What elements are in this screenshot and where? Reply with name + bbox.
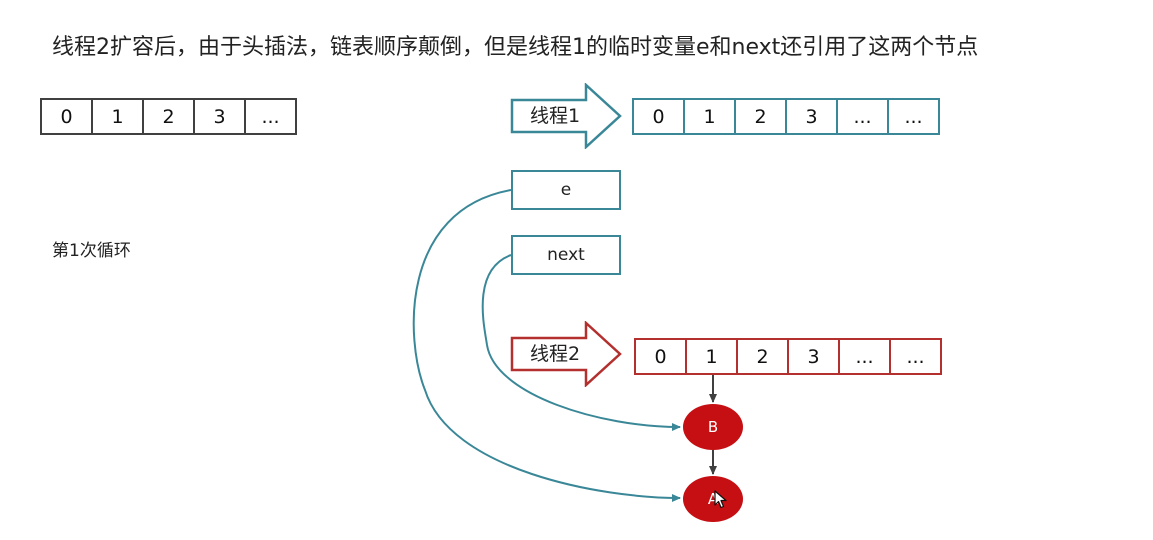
original-array: 0 1 2 3 ... (40, 98, 297, 135)
array-cell: 1 (683, 98, 736, 135)
array-cell: 3 (787, 338, 840, 375)
node-A: A (683, 476, 743, 522)
thread2-label: 线程2 (530, 343, 581, 365)
mouse-cursor-icon (714, 490, 728, 514)
thread1-label: 线程1 (530, 105, 581, 127)
node-B: B (683, 404, 743, 450)
next-to-B-link (481, 254, 681, 431)
e-to-A-link (412, 189, 681, 502)
array-cell: ... (887, 98, 940, 135)
thread2-arrow-icon (510, 321, 622, 387)
array-cell: ... (838, 338, 891, 375)
array-cell: 0 (632, 98, 685, 135)
array-cell: ... (244, 98, 297, 135)
loop-label: 第1次循环 (52, 241, 131, 261)
thread1-array: 0 1 2 3 ... ... (632, 98, 940, 135)
variable-e-box: e (511, 170, 621, 210)
thread1-arrow-icon (510, 83, 622, 149)
array-cell: ... (836, 98, 889, 135)
array-cell: 2 (736, 338, 789, 375)
thread2-array: 0 1 2 3 ... ... (634, 338, 942, 375)
array-cell: 1 (91, 98, 144, 135)
array-cell: 0 (40, 98, 93, 135)
array-cell: ... (889, 338, 942, 375)
array-cell: 1 (685, 338, 738, 375)
variable-next-box: next (511, 235, 621, 275)
page-title: 线程2扩容后，由于头插法，链表顺序颠倒，但是线程1的临时变量e和next还引用了… (52, 35, 979, 60)
array-cell: 2 (734, 98, 787, 135)
